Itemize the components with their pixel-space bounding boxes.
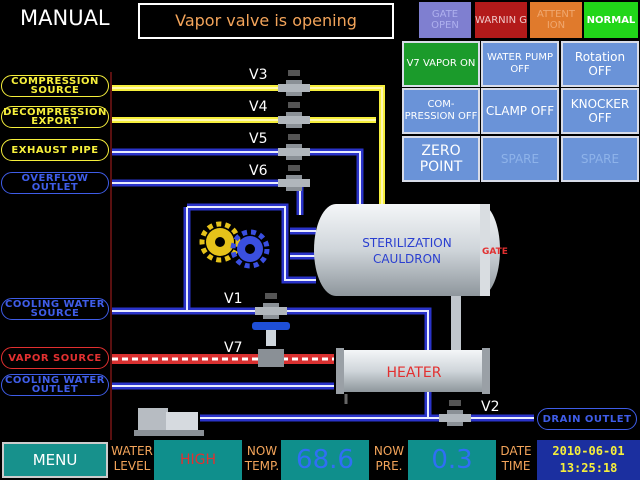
clamp-button[interactable]: CLAMP OFF bbox=[481, 88, 559, 134]
menu-button[interactable]: MENU bbox=[2, 442, 108, 478]
valve-v7 bbox=[252, 322, 290, 367]
datetime-label: DATE TIME bbox=[500, 444, 532, 473]
heater-label: HEATER bbox=[386, 365, 442, 381]
valve-v4 bbox=[278, 102, 310, 128]
sterilization-cauldron bbox=[314, 204, 500, 352]
water-level-value: HIGH bbox=[154, 440, 242, 480]
knocker-button[interactable]: KNOCKER OFF bbox=[561, 88, 639, 134]
valve-v1 bbox=[255, 293, 287, 319]
valve-v7-label: V7 bbox=[224, 340, 243, 356]
decompression-export-tag: DECOMPRESSION EXPORT bbox=[1, 106, 109, 128]
water-pump bbox=[134, 408, 204, 436]
valve-v5 bbox=[278, 134, 310, 160]
vapor-pipe bbox=[112, 354, 334, 364]
datetime-display: 2010-06-01 13:25:18 bbox=[537, 440, 640, 480]
compression-button[interactable]: COM- PRESSION OFF bbox=[402, 88, 480, 134]
gate-label: GATE bbox=[482, 247, 508, 257]
spare-button-1[interactable]: SPARE bbox=[481, 136, 559, 182]
rotation-button[interactable]: Rotation OFF bbox=[561, 41, 639, 87]
status-message: Vapor valve is opening bbox=[138, 3, 394, 39]
v7-vapor-button[interactable]: V7 VAPOR ON bbox=[402, 41, 480, 87]
valve-v5-label: V5 bbox=[249, 131, 268, 147]
time-value: 13:25:18 bbox=[559, 461, 618, 475]
heater-tank bbox=[336, 348, 490, 404]
vapor-source-tag: VAPOR SOURCE bbox=[1, 347, 109, 369]
valve-v6 bbox=[278, 165, 310, 191]
yellow-pipes bbox=[112, 85, 385, 206]
cauldron-label: STERILIZATION CAULDRON bbox=[362, 236, 452, 266]
valve-v4-label: V4 bbox=[249, 99, 268, 115]
water-level-label: WATER LEVEL bbox=[111, 444, 153, 473]
compression-source-tag: COMPRESSION SOURCE bbox=[1, 75, 109, 97]
mode-title: MANUAL bbox=[20, 6, 110, 30]
spare-button-2[interactable]: SPARE bbox=[561, 136, 639, 182]
normal-indicator: NORMAL bbox=[584, 2, 638, 38]
valve-v3 bbox=[278, 70, 310, 96]
pressure-label: NOW PRE. bbox=[373, 444, 405, 473]
attention-indicator: ATTENT ION bbox=[530, 2, 582, 38]
valve-v2 bbox=[439, 400, 471, 426]
date-value: 2010-06-01 bbox=[552, 444, 625, 458]
cooling-water-outlet-tag: COOLING WATER OUTLET bbox=[1, 374, 109, 396]
pressure-value: 0.3 bbox=[408, 440, 496, 480]
cooling-water-source-tag: COOLING WATER SOURCE bbox=[1, 298, 109, 320]
valve-v6-label: V6 bbox=[249, 163, 268, 179]
gate-open-indicator: GATE OPEN bbox=[419, 2, 471, 38]
valve-v1-label: V1 bbox=[224, 291, 243, 307]
valve-v2-label: V2 bbox=[481, 399, 500, 415]
overflow-outlet-tag: OVERFLOW OUTLET bbox=[1, 172, 109, 194]
drain-outlet-tag: DRAIN OUTLET bbox=[537, 408, 637, 430]
gear-icons bbox=[199, 221, 270, 269]
temp-label: NOW TEMP. bbox=[244, 444, 280, 473]
exhaust-pipe-tag: EXHAUST PIPE bbox=[1, 139, 109, 161]
temp-value: 68.6 bbox=[281, 440, 369, 480]
water-pump-button[interactable]: WATER PUMP OFF bbox=[481, 41, 559, 87]
zero-point-button[interactable]: ZERO POINT bbox=[402, 136, 480, 182]
valve-v3-label: V3 bbox=[249, 67, 268, 83]
warning-indicator: WARNIN G bbox=[475, 2, 527, 38]
